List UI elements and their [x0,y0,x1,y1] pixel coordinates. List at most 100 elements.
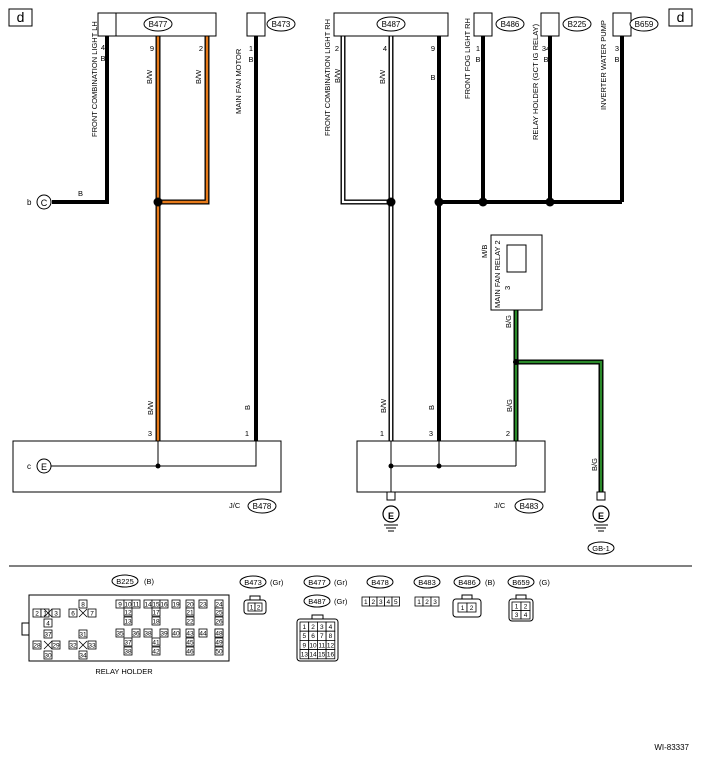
front-comb-lh-pin: 4 [101,43,105,52]
b487-pin4-wire: B/W [378,69,387,84]
relay-pin-cell [185,646,195,656]
legend-b659-name: B659 [512,578,530,587]
b659-pin-label: 4 [524,612,528,619]
j478-pin3: 3 [148,429,152,438]
relay-pin-cell [198,599,208,609]
j478-1-wire: B [243,405,252,410]
relay-pin-cell [115,628,125,638]
j483-1-wire: B/W [379,398,388,413]
relay-pin-label: 41 [152,639,160,646]
b473-wire: B [248,55,253,64]
relay-pin-label: 30 [44,652,52,659]
relay-pin-label: 48 [215,630,223,637]
b486-tag: B486 [501,20,520,29]
b477-pin-label: 14 [309,652,317,659]
relay-pin-label: 34 [79,652,87,659]
relay-pin-cell [171,628,181,638]
ground-gb1-letter: E [598,511,604,521]
main-fan-motor-label: MAIN FAN MOTOR [234,48,243,114]
splice-dot [434,197,444,207]
relay-pin-label: 23 [199,601,207,608]
legend-b477-color: (Gr) [334,578,348,587]
b486-wire: B [475,55,480,64]
b473-tag: B473 [272,20,291,29]
b478-pin-label: 3 [379,599,383,606]
component-b487: B487 FRONT COMBINATION LIGHT RH 2 B/W 4 … [323,12,449,136]
component-b225: B225 RELAY HOLDER (GCT IG RELAY) 34 B [531,12,592,140]
b659-pin-label: 3 [515,612,519,619]
b487-pin4: 4 [383,44,387,53]
relay-pin-cell [143,628,153,638]
relay-pin-cell [68,608,78,618]
relay-pin-cell [131,628,141,638]
b477-pin-label: 8 [329,633,333,640]
b477-pin-label: 2 [311,624,315,631]
relay-pin-label: 10 [124,601,132,608]
relay-cross [78,640,88,650]
relay-pin-cell [151,646,161,656]
b477-pin-label: 12 [327,642,335,649]
legend-b473-name: B473 [244,578,262,587]
relay-cross [78,608,88,618]
b477-pin-label: 10 [309,642,317,649]
relay-pin-cell [214,607,224,617]
b477-pin-label: 15 [318,652,326,659]
relay-pin-label: 37 [124,639,132,646]
b659-pin-cell [520,610,531,620]
b477-pin-label: 13 [301,652,309,659]
legend-b483-name: B483 [418,578,436,587]
ground-b483-letter: E [388,511,394,521]
relay-pin-label: 9 [118,601,122,608]
b477-pin9: 9 [150,44,154,53]
b477-pin-label: 3 [320,624,324,631]
relay-pin-label: 15 [152,601,160,608]
j478-3-wire: B/W [146,400,155,415]
component-b486: B486 FRONT FOG LIGHT RH 1 B [463,12,525,99]
legend-b473-color: (Gr) [270,578,284,587]
b486-pin-cell [466,602,477,613]
relay-pin-label: 44 [199,630,207,637]
junction-connector-b478: 3 1 J/C B478 [12,429,282,514]
relay-pin-label: 12 [124,609,132,616]
b477-pin-label: 7 [320,633,324,640]
b477-pin-label: 6 [311,633,315,640]
j483-3-wire: B [427,405,436,410]
b659-wire: B [614,55,619,64]
relay-pin-label: 20 [186,601,194,608]
relay-pin-label: 45 [186,639,194,646]
relay-pin-label: 40 [172,630,180,637]
relay-pin-label: 39 [160,630,168,637]
relay-out-wire: B/G [504,315,513,328]
b477-pin-label: 11 [318,642,325,649]
ref-c-e-letter: E [41,462,47,472]
inverter-pump-label: INVERTER WATER PUMP [599,20,608,110]
relay-pin-label: 21 [186,609,194,616]
relay-pin-cell [78,650,88,660]
relay-pin-label: 7 [90,610,94,617]
b483-pin-label: 2 [425,599,429,606]
relay-cross [43,640,53,650]
relay-pin-label: 36 [132,630,140,637]
relay-pin-label: 11 [133,601,140,608]
splice-dot [153,197,163,207]
relay-pin-label: 46 [186,648,194,655]
b478-pin-cell [391,596,400,607]
junction-connector-b483: 1 3 2 J/C B483 [356,429,546,514]
b477-pin-label: 16 [327,652,335,659]
b483-tag: B483 [520,502,539,511]
b478-pin-label: 5 [394,599,398,606]
splice-dot [478,197,488,207]
ground-b483: E [382,491,400,532]
relay-pin-label: 32 [69,642,77,649]
ground-gb1: E GB-1 [587,491,615,555]
relay-pin-label: 25 [215,609,223,616]
component-b477: B477 9 B/W 2 B/W [115,12,217,84]
relay-pin-cell [43,629,53,639]
relay-pin-label: 28 [33,642,41,649]
relay-pin-cell [185,628,195,638]
relay-pin-cell [151,616,161,626]
